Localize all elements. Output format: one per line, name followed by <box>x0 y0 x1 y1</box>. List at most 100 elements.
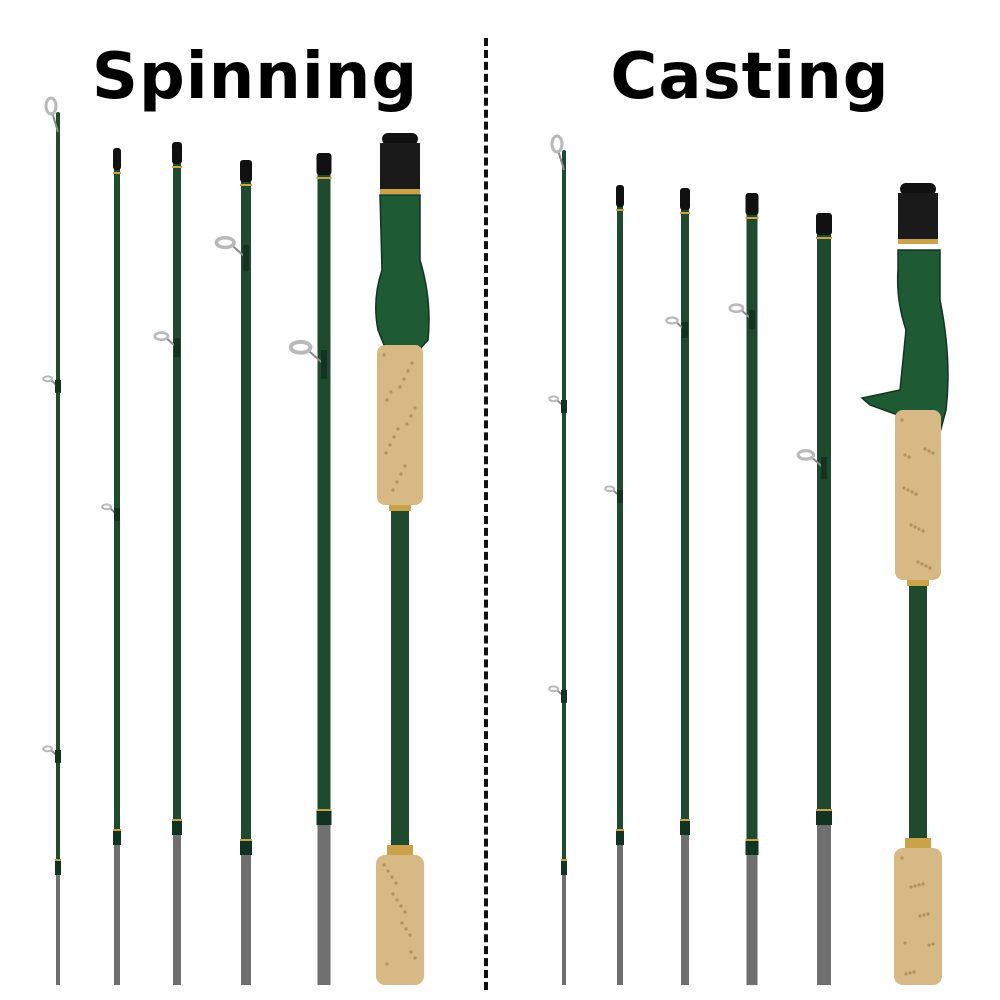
rear-grip-cork <box>894 848 942 985</box>
cork-texture <box>403 464 407 468</box>
casting-handle <box>860 183 949 985</box>
cork-texture <box>927 943 931 947</box>
trim-ring <box>680 212 690 214</box>
fore-grip-cork <box>377 345 423 505</box>
trim-ring <box>816 809 832 811</box>
cork-texture <box>385 962 389 966</box>
ferrule-wrap <box>561 861 567 875</box>
cork-texture <box>390 875 394 879</box>
cork-texture <box>928 566 932 570</box>
guide-ring <box>153 331 170 342</box>
spinning-handle <box>375 133 430 985</box>
cork-texture <box>916 560 920 564</box>
guide-wrap <box>821 457 827 480</box>
cork-texture <box>408 933 412 937</box>
guide-ring <box>796 449 816 461</box>
cork-texture <box>399 904 403 908</box>
cork-texture <box>921 882 925 886</box>
blank <box>681 188 689 835</box>
cork-texture <box>926 912 930 916</box>
cork-texture <box>900 856 904 860</box>
spinning-section-4 <box>214 160 252 985</box>
guide-ring <box>728 303 745 314</box>
trim-ring <box>745 839 759 841</box>
ferrule <box>114 845 120 985</box>
cork-texture <box>410 361 414 365</box>
top-cap <box>680 188 690 210</box>
cork-texture <box>406 369 410 373</box>
cork-texture <box>924 564 928 568</box>
blank <box>746 193 758 855</box>
tip-frame <box>51 111 59 133</box>
cork-texture <box>923 447 927 451</box>
trim-ring <box>240 839 252 841</box>
top-cap <box>316 153 332 175</box>
guide-wrap <box>55 750 61 763</box>
trim-ring <box>113 829 121 831</box>
trim-ring <box>316 177 332 179</box>
trim-ring <box>816 237 832 239</box>
top-cap <box>816 213 832 235</box>
ferrule-wrap <box>113 831 121 845</box>
cork-texture <box>409 950 413 954</box>
cork-texture <box>909 523 913 527</box>
butt-cap <box>900 183 936 195</box>
cork-texture <box>396 427 400 431</box>
guide-wrap <box>561 690 567 703</box>
cork-texture <box>405 422 409 426</box>
cork-texture <box>922 913 926 917</box>
cork-texture <box>395 480 399 484</box>
cork-texture <box>413 956 417 960</box>
spinning-tip-section <box>42 96 61 985</box>
cork-texture <box>382 353 386 357</box>
cork-texture <box>903 453 907 457</box>
casting-section-4 <box>728 193 759 985</box>
cork-texture <box>909 885 913 889</box>
guide-ring <box>42 375 53 383</box>
trim-ring <box>316 809 332 811</box>
reel-seat <box>375 194 430 361</box>
cork-texture <box>914 492 918 496</box>
casting-section-5 <box>796 213 832 985</box>
handle-blank <box>391 505 409 855</box>
trim-ring <box>561 859 567 861</box>
trim-ring <box>907 580 929 586</box>
guide-wrap <box>561 400 567 413</box>
top-cap <box>113 148 121 170</box>
ferrule-wrap <box>55 861 61 875</box>
trim-ring <box>240 184 252 186</box>
cork-texture <box>908 971 912 975</box>
cork-texture <box>917 883 921 887</box>
spinning-section-5 <box>288 153 332 985</box>
cork-texture <box>921 529 925 533</box>
guide-ring <box>101 503 112 511</box>
blank <box>617 185 623 845</box>
ferrule-wrap <box>680 821 690 835</box>
guide-wrap <box>243 245 249 271</box>
cork-texture <box>394 881 398 885</box>
cork-texture <box>906 488 910 492</box>
blank <box>562 150 566 875</box>
trim-ring <box>380 189 420 194</box>
cork-texture <box>409 414 413 418</box>
guide-wrap <box>321 350 327 379</box>
blank <box>114 148 120 845</box>
guide-ring <box>604 485 615 493</box>
cork-texture <box>386 869 390 873</box>
guide-ring <box>42 745 53 753</box>
trim-ring <box>745 217 759 219</box>
spinning-section-2 <box>101 148 121 985</box>
casting-tip-section <box>548 134 567 985</box>
cork-texture <box>399 472 403 476</box>
butt-cap <box>382 133 418 145</box>
blank <box>56 112 60 875</box>
top-cap <box>616 185 624 207</box>
guide-wrap <box>55 380 61 393</box>
trim-ring <box>898 239 938 244</box>
spinning-rod-set <box>42 96 430 985</box>
cork-texture <box>385 398 389 402</box>
ferrule <box>817 825 831 985</box>
guide-wrap <box>114 508 120 521</box>
guide-wrap <box>749 310 755 330</box>
blank <box>817 213 831 825</box>
